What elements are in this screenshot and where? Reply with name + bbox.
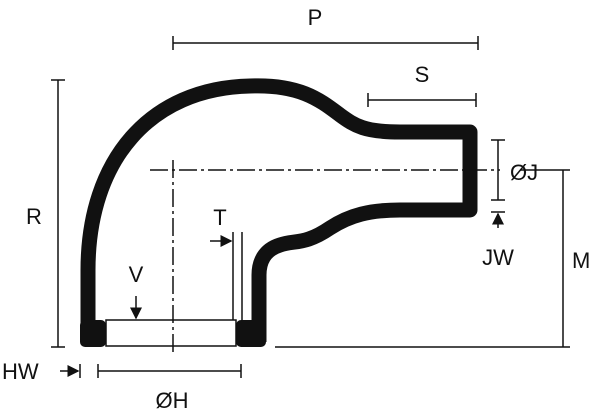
dimension-p (172, 36, 479, 50)
dimension-m (275, 169, 570, 348)
label-p: P (308, 5, 323, 30)
insert-v (105, 319, 237, 347)
label-r: R (26, 204, 42, 229)
label-t: T (213, 205, 226, 230)
label-m: M (572, 248, 590, 273)
label-jw: JW (482, 245, 514, 270)
label-h: ØH (156, 388, 189, 413)
dimension-hw (60, 364, 81, 378)
label-v: V (129, 262, 144, 287)
flange-right (236, 320, 266, 347)
dimension-j (491, 139, 505, 228)
label-s: S (415, 62, 430, 87)
dimension-s (367, 93, 477, 107)
dimension-r (51, 79, 65, 348)
hose-wall (80, 78, 478, 342)
label-j: ØJ (510, 160, 538, 185)
flange-left (80, 320, 106, 347)
dimension-h (97, 364, 242, 378)
dimension-t (210, 232, 243, 320)
label-hw: HW (2, 359, 39, 384)
